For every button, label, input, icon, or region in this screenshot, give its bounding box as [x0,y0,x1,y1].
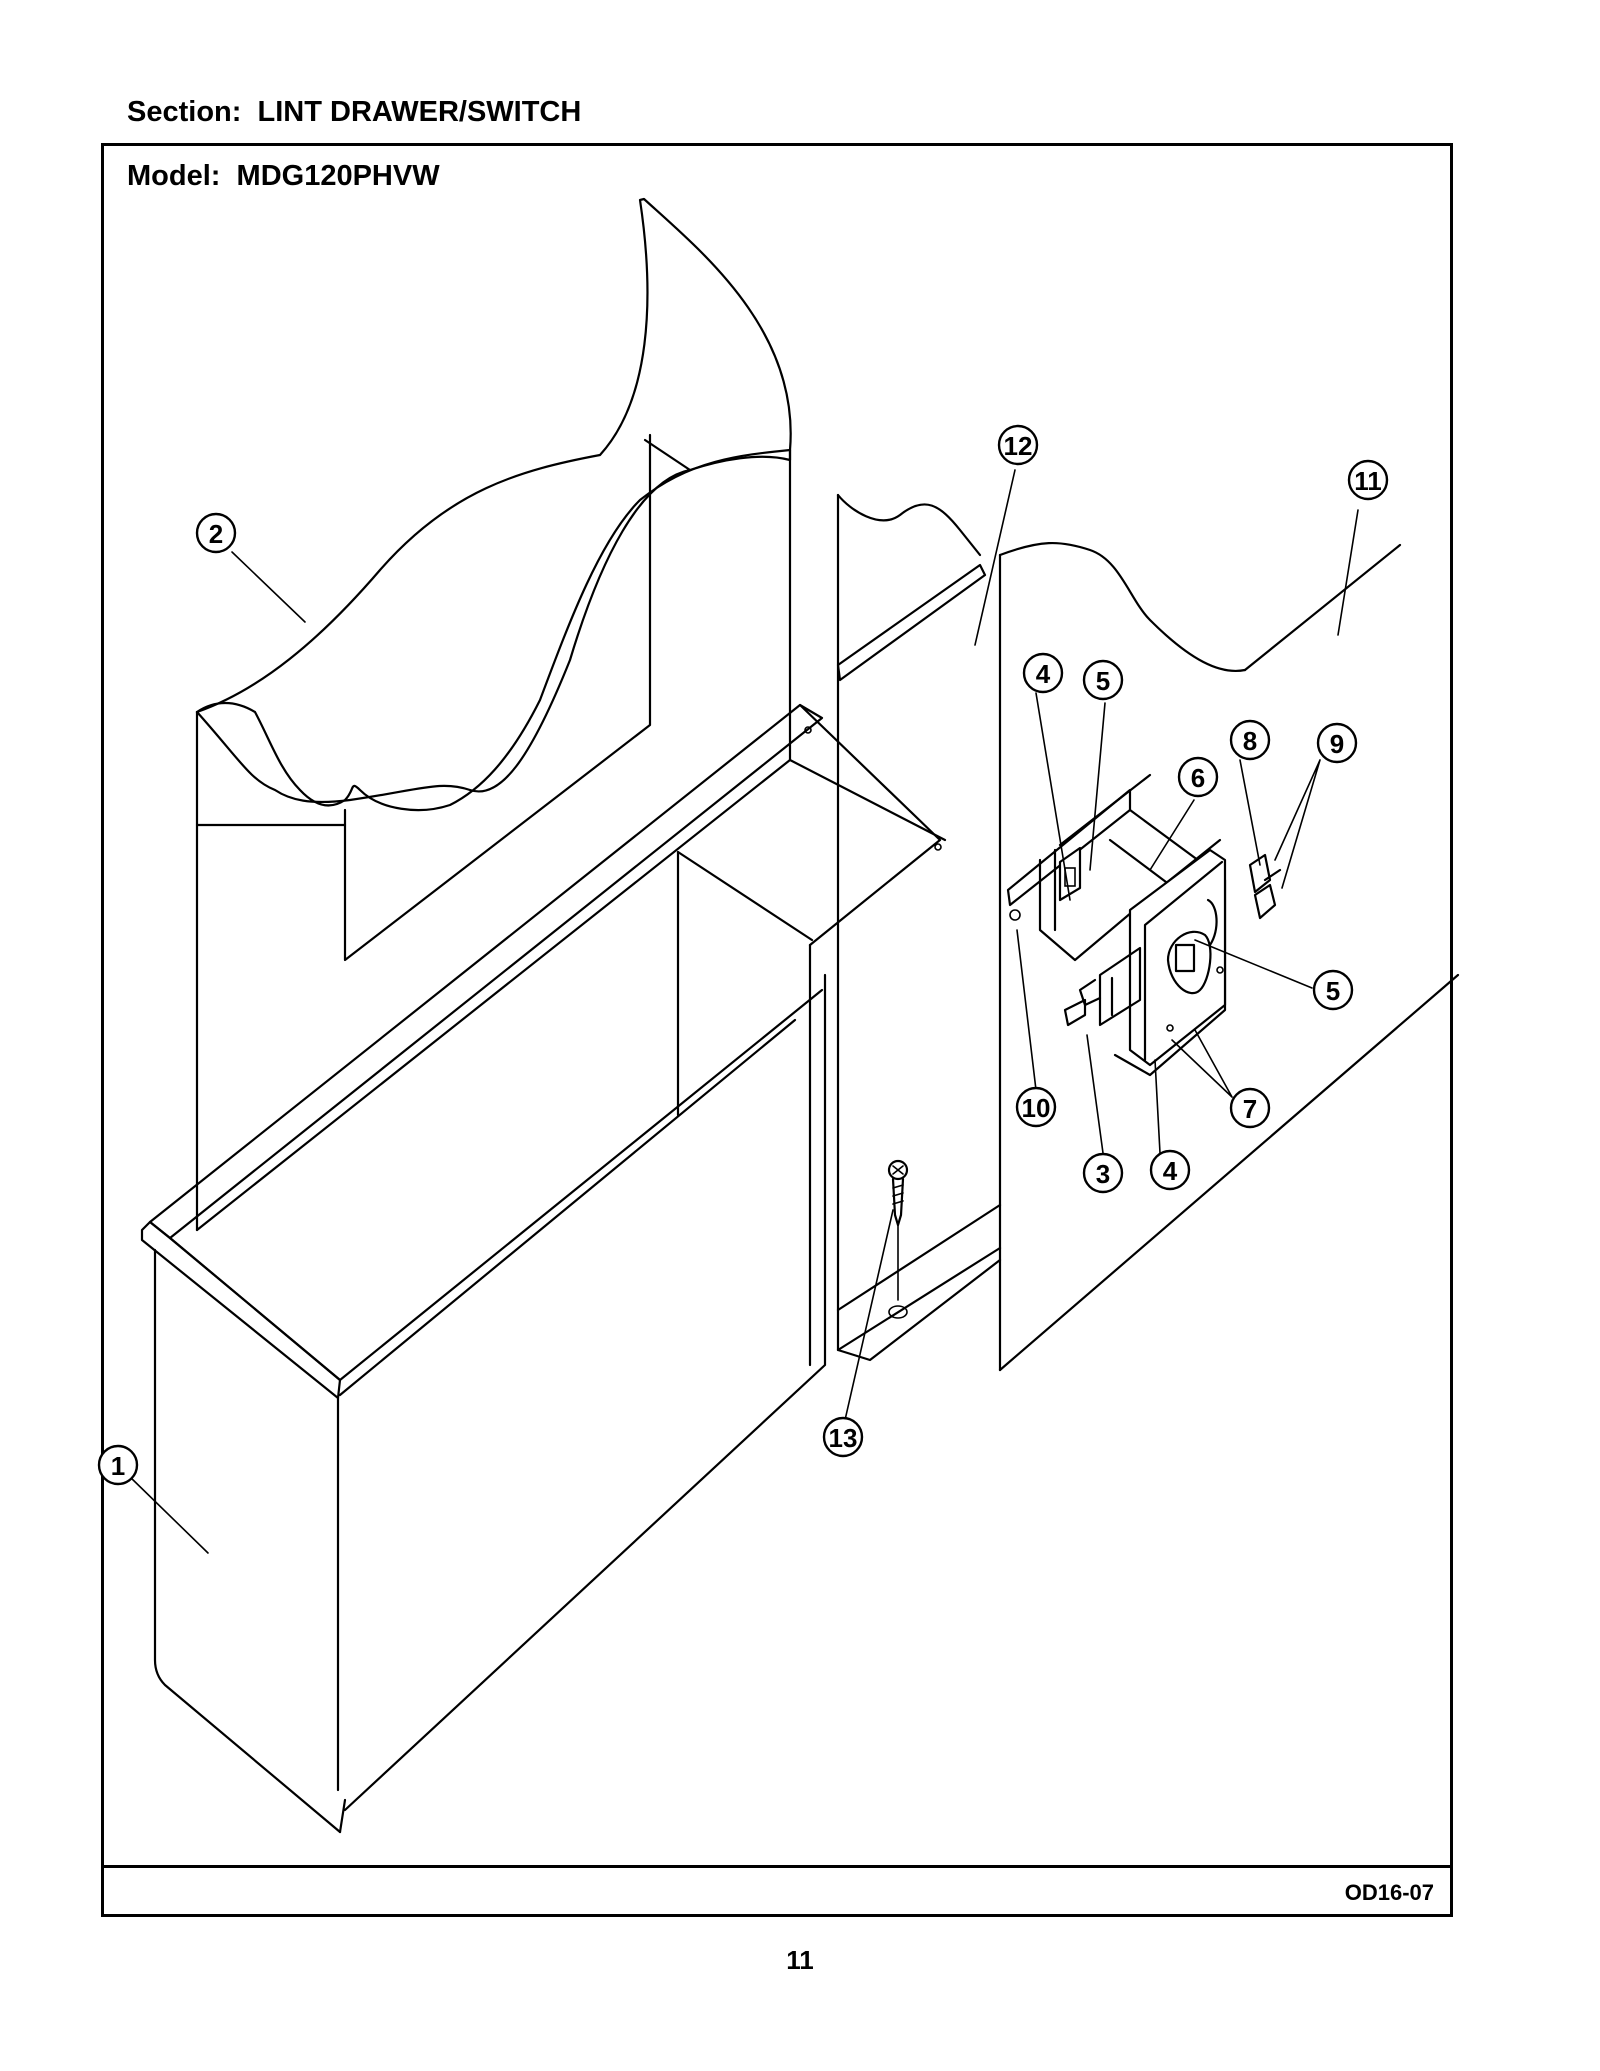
svg-text:4: 4 [1036,659,1051,689]
callout-5-upper: 5 [1082,659,1124,701]
callout-10: 10 [1015,1086,1057,1128]
callout-5-right: 5 [1312,969,1354,1011]
callout-2: 2 [195,512,237,554]
diagram-frame [101,143,1453,1917]
svg-text:9: 9 [1330,729,1344,759]
callout-1: 1 [97,1444,139,1486]
svg-text:5: 5 [1326,976,1340,1006]
callout-7: 7 [1229,1087,1271,1129]
section-title: Section: LINT DRAWER/SWITCH [127,96,582,128]
callout-13: 13 [822,1416,864,1458]
callout-11: 11 [1347,459,1389,501]
page-number: 11 [786,1945,814,1975]
lint-screen-part [195,197,792,1232]
svg-text:2: 2 [209,519,223,549]
switch-assembly [1006,773,1282,1077]
svg-text:10: 10 [1022,1093,1051,1123]
callout-9: 9 [1316,722,1358,764]
callout-12: 12 [997,424,1039,466]
model-label: Model: MDG120PHVW [127,160,440,192]
svg-text:12: 12 [1004,431,1033,461]
svg-text:6: 6 [1191,763,1205,793]
svg-text:11: 11 [1354,466,1382,496]
svg-text:1: 1 [111,1451,125,1481]
callout-4-lower: 4 [1149,1149,1191,1191]
svg-text:5: 5 [1096,666,1110,696]
callout-4-upper: 4 [1022,652,1064,694]
svg-text:4: 4 [1163,1156,1178,1186]
screw-part [887,1159,909,1319]
mounting-panel-part [998,542,1460,1372]
footer-divider [101,1865,1453,1868]
leader-lines [127,469,1359,1554]
svg-text:8: 8 [1243,726,1257,756]
callout-3: 3 [1082,1152,1124,1194]
lint-drawer-part [140,703,947,1834]
bracket-part [836,493,1002,1362]
drawing-code: OD16-07 [1344,1880,1434,1905]
svg-text:13: 13 [829,1423,858,1453]
callout-6: 6 [1177,756,1219,798]
svg-text:3: 3 [1096,1159,1110,1189]
callout-8: 8 [1229,719,1271,761]
svg-text:7: 7 [1243,1094,1257,1124]
